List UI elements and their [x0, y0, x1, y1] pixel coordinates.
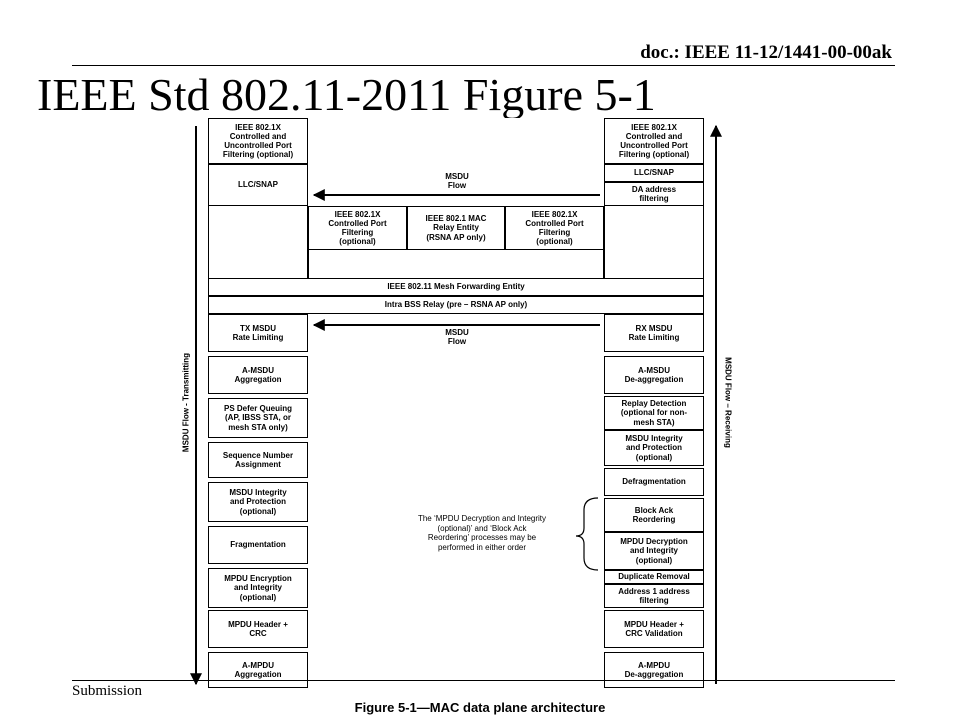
replay-detection-box: Replay Detection (optional for non- mesh… — [604, 396, 704, 430]
upper-msdu-flow-label: MSDU Flow — [445, 172, 469, 191]
rx-relay-gap — [604, 206, 704, 278]
ampdu-aggregation-box: A-MPDU Aggregation — [208, 652, 308, 688]
amsdu-deaggregation-box: A-MSDU De-aggregation — [604, 356, 704, 394]
rx-port-filtering-box: IEEE 802.1X Controlled and Uncontrolled … — [604, 118, 704, 164]
ampdu-deaggregation-box: A-MPDU De-aggregation — [604, 652, 704, 688]
tx-rate-limiting-box: TX MSDU Rate Limiting — [208, 314, 308, 352]
mac-relay-box: IEEE 802.1 MAC Relay Entity (RSNA AP onl… — [407, 206, 505, 250]
figure-arrows — [190, 124, 722, 686]
rx-msdu-integrity-box: MSDU Integrity and Protection (optional) — [604, 430, 704, 466]
mpdu-decryption-box: MPDU Decryption and Integrity (optional) — [604, 532, 704, 570]
ps-defer-queuing-box: PS Defer Queuing (AP, IBSS STA, or mesh … — [208, 398, 308, 438]
figure-caption: Figure 5-1—MAC data plane architecture — [354, 700, 606, 715]
lower-msdu-flow-label: MSDU Flow — [445, 328, 469, 347]
block-ack-reordering-box: Block Ack Reordering — [604, 498, 704, 532]
decryption-order-note: The ‘MPDU Decryption and Integrity (opti… — [417, 514, 547, 552]
mpdu-encryption-box: MPDU Encryption and Integrity (optional) — [208, 568, 308, 608]
slide-title: IEEE Std 802.11-2011 Figure 5-1 — [37, 69, 656, 120]
header-rule — [72, 65, 895, 66]
amsdu-aggregation-box: A-MSDU Aggregation — [208, 356, 308, 394]
tx-llc-snap-box: LLC/SNAP — [208, 164, 308, 206]
sequence-number-box: Sequence Number Assignment — [208, 442, 308, 478]
fragmentation-box: Fragmentation — [208, 526, 308, 564]
tx-relay-gap — [208, 206, 308, 278]
defragmentation-box: Defragmentation — [604, 468, 704, 496]
rx-rate-limiting-box: RX MSDU Rate Limiting — [604, 314, 704, 352]
intra-bss-relay-bar: Intra BSS Relay (pre – RSNA AP only) — [208, 296, 704, 314]
right-port-filtering-box: IEEE 802.1X Controlled Port Filtering (o… — [505, 206, 604, 250]
reordering-brace — [575, 497, 599, 571]
left-port-filtering-box: IEEE 802.1X Controlled Port Filtering (o… — [308, 206, 407, 250]
address1-filtering-box: Address 1 address filtering — [604, 584, 704, 608]
rx-llc-snap-box: LLC/SNAP — [604, 164, 704, 182]
document-id: doc.: IEEE 11-12/1441-00-00ak — [640, 42, 892, 63]
slide-header: doc.: IEEE 11-12/1441-00-00ak IEEE Std 8… — [0, 0, 960, 120]
rx-mpdu-header-crc-box: MPDU Header + CRC Validation — [604, 610, 704, 648]
mesh-forwarding-bar: IEEE 802.11 Mesh Forwarding Entity — [208, 278, 704, 296]
footer-rule — [72, 680, 895, 681]
tx-mpdu-header-crc-box: MPDU Header + CRC — [208, 610, 308, 648]
tx-port-filtering-box: IEEE 802.1X Controlled and Uncontrolled … — [208, 118, 308, 164]
tx-msdu-integrity-box: MSDU Integrity and Protection (optional) — [208, 482, 308, 522]
mac-architecture-figure: IEEE 802.1X Controlled and Uncontrolled … — [172, 118, 736, 692]
da-filtering-box: DA address filtering — [604, 182, 704, 206]
duplicate-removal-box: Duplicate Removal — [604, 570, 704, 584]
submission-label: Submission — [72, 683, 143, 699]
